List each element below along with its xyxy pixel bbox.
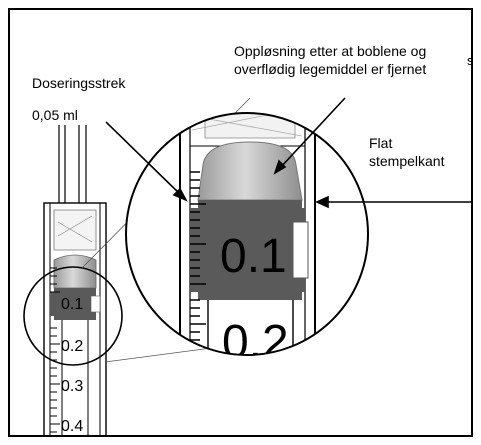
small-scale-0-2: 0.2: [61, 338, 83, 355]
magnifier-circle-small: [23, 266, 123, 366]
dose-volume-label: 0,05 ml: [32, 107, 78, 123]
magnified-view: 0.1 0.2: [125, 112, 369, 369]
stray-mark: s: [467, 53, 473, 68]
small-scale-0-4: 0.4: [61, 418, 83, 435]
solution-label-line2: overflødig legemiddel er fjernet: [234, 61, 427, 77]
flat-edge-label-line2: stempelkant: [369, 153, 445, 169]
small-syringe: 0.1 0.2 0.3 0.4: [43, 125, 107, 435]
zoom-scale-0-1: 0.1: [220, 230, 287, 283]
dosing-line-label: Doseringsstrek: [32, 75, 126, 91]
flat-edge-label-line1: Flat: [369, 135, 393, 151]
solution-label: Oppløsning etter at boblene og overflødi…: [234, 42, 469, 78]
small-scale-0-1: 0.1: [61, 296, 83, 313]
callout-arrows: [105, 97, 471, 209]
small-scale-0-3: 0.3: [61, 378, 83, 395]
solution-label-line1: Oppløsning etter at boblene og: [234, 43, 427, 59]
zoom-scale-0-2: 0.2: [222, 316, 289, 369]
diagram-frame: 0.1 0.2 0.3 0.4: [8, 8, 473, 437]
syringe-illustration: 0.1 0.2 0.3 0.4: [23, 97, 471, 435]
